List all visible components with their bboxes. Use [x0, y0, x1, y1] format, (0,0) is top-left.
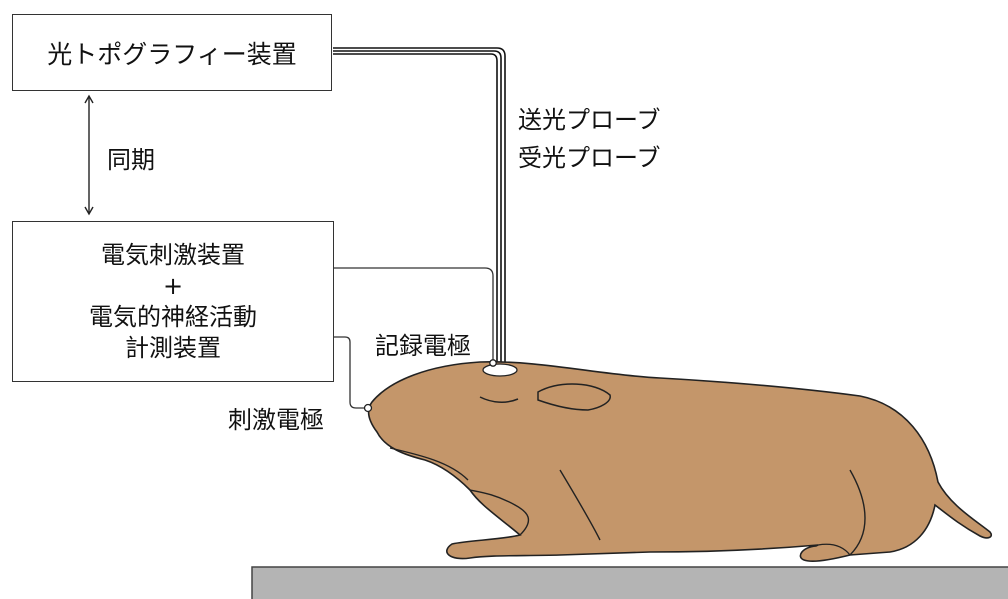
ear [537, 383, 611, 411]
guinea-pig-body [367, 361, 993, 562]
stim-box-line-4: 計測装置 [125, 333, 221, 362]
hind-foot [817, 543, 851, 556]
sync-label: 同期 [107, 146, 155, 174]
stim-box-line-3: 電気的神経活動 [89, 302, 257, 331]
stimulation-measurement-device-box: 電気刺激装置 + 電気的神経活動 計測装置 [12, 221, 334, 382]
stim-box-line-1: 電気刺激装置 [101, 240, 245, 269]
hind-leg [849, 469, 866, 556]
recording-electrode-label: 記録電極 [375, 332, 471, 360]
probe-contact-pad [482, 363, 518, 377]
optical-topography-device-label: 光トポグラフィー装置 [47, 39, 297, 69]
probe-cable [333, 47, 506, 368]
receiving-probe-label: 受光プローブ [518, 144, 661, 172]
sync-arrow [84, 94, 94, 216]
recording-electrode-tip [489, 359, 497, 367]
stim-box-line-2: + [162, 271, 184, 300]
jaw-line [469, 489, 530, 536]
mouth-line [389, 447, 469, 481]
stimulating-electrode-label: 刺激電極 [228, 406, 324, 434]
front-leg [559, 469, 601, 541]
guinea-pig [367, 361, 993, 562]
emitting-probe-label: 送光プローブ [518, 106, 661, 134]
stimulating-electrode-tip [363, 403, 373, 413]
eye [479, 396, 519, 403]
stimulating-electrode-wire [334, 336, 368, 409]
optical-topography-device-box: 光トポグラフィー装置 [12, 14, 332, 91]
recording-electrode-wire [334, 267, 494, 360]
table-surface [251, 566, 1008, 599]
